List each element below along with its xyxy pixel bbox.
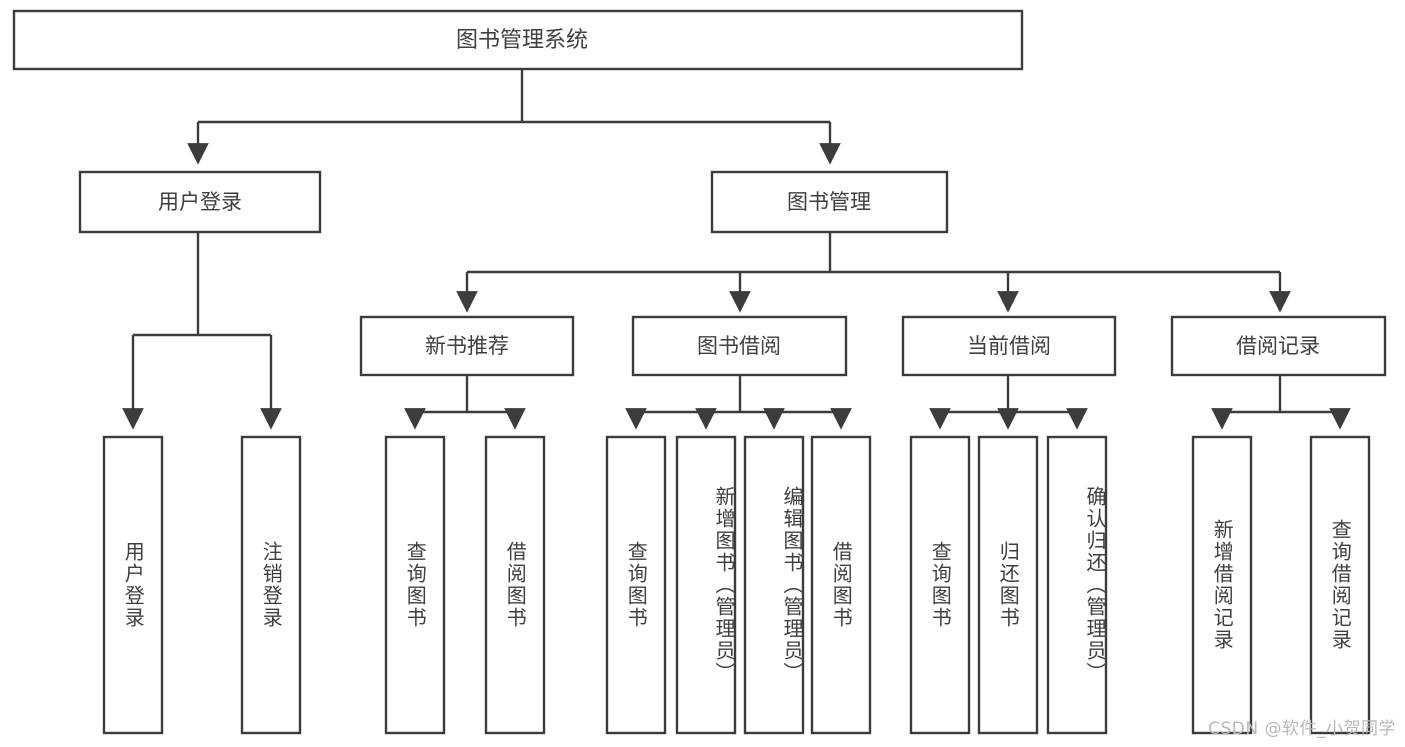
node-book-borrow[interactable]: 图书借阅 — [631, 315, 848, 377]
leaf-box-current-3[interactable] — [1046, 435, 1108, 735]
node-new-book-recommend-box[interactable] — [359, 315, 575, 377]
connector-group-borrow — [625, 375, 852, 430]
node-book-management-box[interactable] — [710, 170, 949, 234]
leaf-box-borrow-2[interactable] — [675, 435, 737, 735]
node-book-borrow-label: 图书借阅 — [697, 334, 781, 358]
node-user-login-label: 用户登录 — [158, 190, 242, 214]
node-new-book-recommend-label: 新书推荐 — [425, 334, 509, 358]
node-current-borrow-box[interactable] — [901, 315, 1117, 377]
node-book-borrow-box[interactable] — [631, 315, 848, 377]
leaf-box-borrow-1[interactable] — [605, 435, 667, 735]
node-user-login-box[interactable] — [78, 170, 322, 234]
node-book-management-label: 图书管理 — [787, 190, 871, 214]
connector-group-new-book — [404, 375, 526, 430]
node-book-management[interactable]: 图书管理 — [710, 170, 949, 234]
connector-group-current — [929, 375, 1088, 430]
connector-group-user-login — [122, 232, 282, 430]
leaf-box-records-1[interactable] — [1191, 435, 1253, 735]
node-current-borrow-label: 当前借阅 — [967, 334, 1051, 358]
leaf-box-borrow-4[interactable] — [810, 435, 872, 735]
leaf-box-user-login-1[interactable] — [102, 435, 164, 735]
node-borrow-records-box[interactable] — [1170, 315, 1387, 377]
leaf-box-records-2[interactable] — [1309, 435, 1371, 735]
node-current-borrow[interactable]: 当前借阅 — [901, 315, 1117, 377]
node-new-book-recommend[interactable]: 新书推荐 — [359, 315, 575, 377]
node-user-login[interactable]: 用户登录 — [78, 170, 322, 234]
leaf-box-current-1[interactable] — [909, 435, 971, 735]
leaf-box-borrow-3[interactable] — [743, 435, 805, 735]
node-root[interactable]: 图书管理系统 — [12, 9, 1024, 71]
connector-group-book-mgmt — [456, 232, 1291, 313]
leaf-box-user-login-2[interactable] — [240, 435, 302, 735]
node-root-box[interactable] — [12, 9, 1024, 71]
csdn-watermark: CSDN @软件_小贺同学 — [1208, 719, 1396, 739]
node-borrow-records[interactable]: 借阅记录 — [1170, 315, 1387, 377]
connector-group-root — [187, 69, 841, 165]
connector-group-records — [1211, 375, 1351, 430]
leaf-box-current-2[interactable] — [977, 435, 1039, 735]
node-borrow-records-label: 借阅记录 — [1236, 334, 1320, 358]
node-root-label: 图书管理系统 — [456, 28, 588, 53]
leaf-box-new-book-2[interactable] — [484, 435, 546, 735]
leaf-box-new-book-1[interactable] — [384, 435, 446, 735]
